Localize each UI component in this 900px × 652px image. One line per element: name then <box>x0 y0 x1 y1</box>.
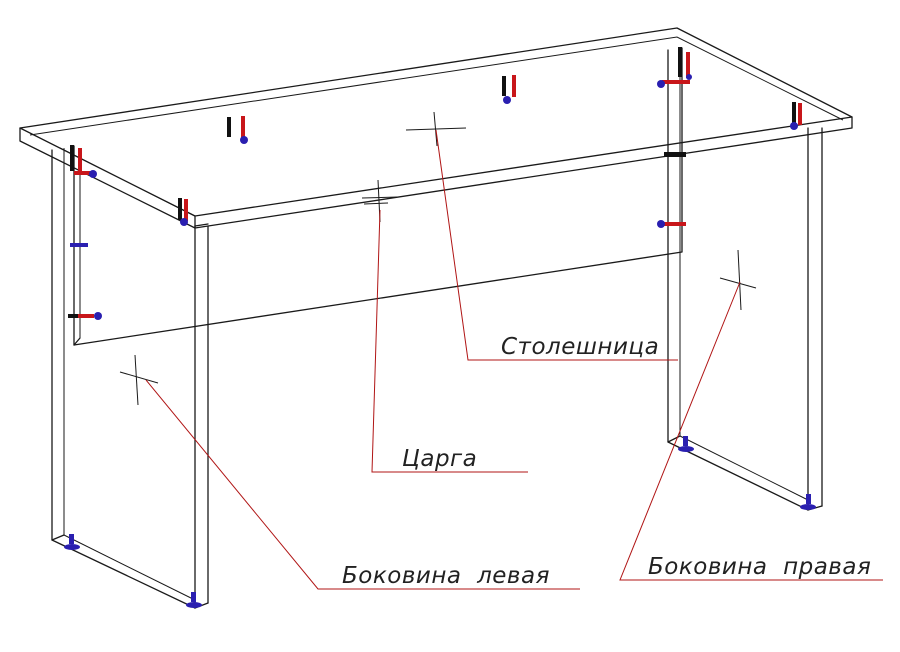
fastener-icon <box>502 75 516 104</box>
foot-glide-icon <box>64 534 80 550</box>
leader-apron <box>371 209 528 473</box>
label-left-side: Боковина левая <box>342 563 550 589</box>
fastener-icon <box>657 47 692 88</box>
fastener-icon <box>70 145 97 178</box>
left-side-panel <box>51 148 209 609</box>
fastener-icon <box>790 102 802 130</box>
label-apron: Царга <box>402 446 477 472</box>
foot-glide-icon <box>678 436 694 452</box>
label-right-side: Боковина правая <box>648 554 871 580</box>
leader-left-side <box>145 379 580 590</box>
leader-right-side <box>619 281 883 581</box>
fastener-icon <box>68 312 102 320</box>
fasteners <box>64 47 816 608</box>
fastener-icon <box>657 220 686 228</box>
foot-glide-icon <box>800 494 816 510</box>
fastener-icon <box>70 243 88 247</box>
crosshair-tabletop <box>405 111 467 147</box>
tabletop <box>19 27 853 229</box>
fastener-icon <box>178 198 188 226</box>
leader-tabletop <box>435 129 678 361</box>
fastener-icon <box>664 152 686 157</box>
label-tabletop: Столешница <box>501 334 659 360</box>
foot-glide-icon <box>186 592 202 608</box>
crosshair-right-side <box>719 249 757 311</box>
fastener-icon <box>227 116 248 144</box>
apron-panel <box>73 47 683 346</box>
crosshair-left-side <box>119 354 159 406</box>
